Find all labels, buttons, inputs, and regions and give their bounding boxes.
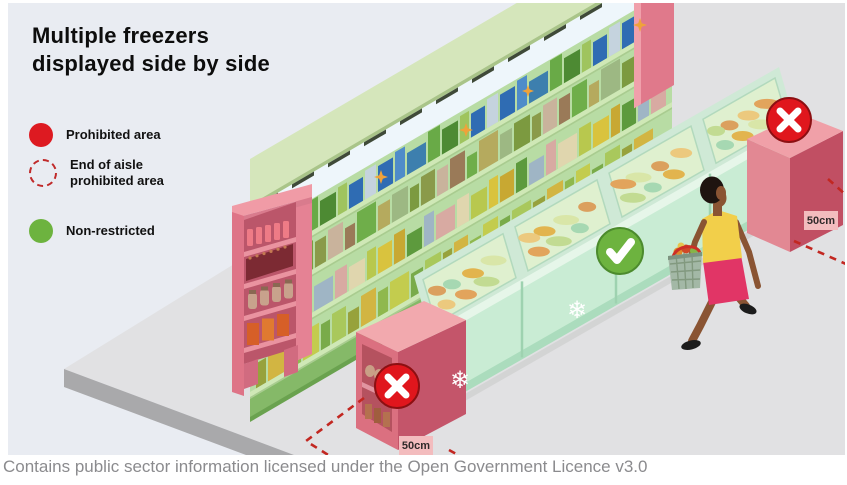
page-title-line2: displayed side by side: [32, 51, 270, 76]
attribution-text: Contains public sector information licen…: [3, 457, 648, 476]
legend-label: Prohibited area: [66, 127, 161, 142]
distance-tag-near: 50cm: [399, 436, 433, 455]
page-title-line1: Multiple freezers: [32, 23, 210, 48]
gondola-end-cap-left: [232, 184, 312, 396]
prohibited-x-marker-far: [766, 97, 812, 143]
end-of-aisle-swatch-icon: [29, 159, 57, 187]
light-strip-lamps: [256, 3, 602, 210]
legend-item-non-restricted: Non-restricted: [29, 219, 155, 243]
non-restricted-swatch-icon: [29, 219, 53, 243]
x-icon: [776, 107, 802, 133]
freezer-glass-lids: [422, 76, 789, 325]
prohibited-boundary-dashes: [303, 178, 845, 455]
allowed-check-marker: [596, 227, 644, 275]
check-icon: [606, 238, 635, 264]
sparkle-icons: [374, 18, 647, 184]
legend-label: End of aisle prohibited area: [70, 157, 164, 188]
shopper: [668, 176, 761, 350]
snowflake-icon: ❄: [450, 367, 471, 394]
prohibited-swatch-icon: [29, 123, 53, 147]
end-cap-products: [247, 221, 293, 345]
prohibited-x-marker-near: [374, 363, 420, 409]
snowflake-icon: ❄: [567, 297, 588, 324]
page-title: Multiple freezers displayed side by side: [32, 22, 270, 78]
legend-item-end-of-aisle: End of aisle prohibited area: [29, 157, 164, 189]
distance-tag-far: 50cm: [804, 211, 838, 230]
legend-item-prohibited: Prohibited area: [29, 123, 161, 147]
legend-label: Non-restricted: [66, 223, 155, 238]
x-icon: [384, 373, 410, 399]
